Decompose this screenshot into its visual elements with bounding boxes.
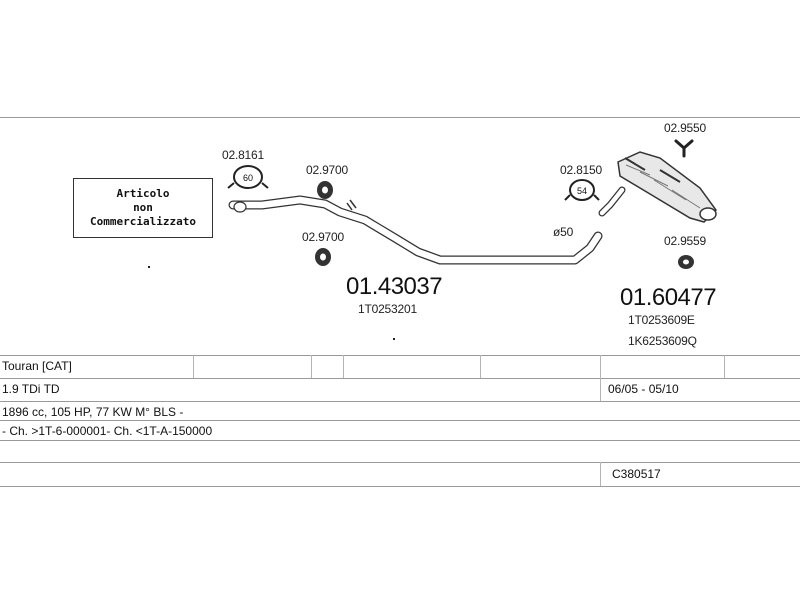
vehicle-specs: 1896 cc, 105 HP, 77 KW M° BLS - bbox=[2, 405, 184, 419]
clamp-front-icon bbox=[227, 165, 269, 189]
middle-pipe-oem: 1T0253201 bbox=[358, 302, 417, 316]
part-code-clamp-front[interactable]: 02.8161 bbox=[222, 148, 264, 162]
middle-pipe-code[interactable]: 01.43037 bbox=[346, 273, 443, 300]
diagram-top-border bbox=[0, 117, 800, 118]
notice-line-2: non bbox=[133, 201, 153, 214]
part-code-mount-lower[interactable]: 02.9700 bbox=[302, 230, 344, 244]
exhaust-drawing: 60 54 bbox=[227, 139, 717, 269]
stray-dot bbox=[393, 338, 395, 340]
pipe-hanger bbox=[346, 199, 357, 211]
exhaust-diagram: 60 54 Articolo non Commercializzato 02.8… bbox=[0, 117, 800, 348]
not-available-notice: Articolo non Commercializzato bbox=[73, 178, 213, 238]
rear-silencer-oem-1: 1T0253609E bbox=[628, 313, 695, 327]
part-code-hanger-top[interactable]: 02.9550 bbox=[664, 121, 706, 135]
pipe-diameter-label: ø50 bbox=[553, 225, 574, 239]
rear-silencer-code[interactable]: 01.60477 bbox=[620, 284, 717, 311]
clamp-rear-icon bbox=[564, 179, 600, 201]
rubber-mount-lower-icon bbox=[315, 248, 331, 266]
rubber-mount-upper-icon bbox=[317, 181, 333, 199]
rear-silencer-drawing bbox=[598, 151, 717, 223]
vehicle-engine: 1.9 TDi TD bbox=[2, 382, 60, 396]
notice-line-3: Commercializzato bbox=[90, 215, 196, 228]
pipe-flange bbox=[233, 201, 247, 213]
rubber-mount-rear-icon bbox=[678, 255, 694, 269]
clamp-rear-size: 54 bbox=[577, 186, 587, 196]
vehicle-model: Touran [CAT] bbox=[2, 359, 72, 373]
stray-dot bbox=[148, 266, 150, 268]
clamp-front-size: 60 bbox=[243, 173, 253, 183]
catalog-number: C380517 bbox=[612, 467, 661, 481]
vehicle-years: 06/05 - 05/10 bbox=[608, 382, 679, 396]
part-code-mount-upper[interactable]: 02.9700 bbox=[306, 163, 348, 177]
vehicle-chassis: - Ch. >1T-6-000001- Ch. <1T-A-150000 bbox=[2, 424, 213, 438]
rear-silencer-oem-2: 1K6253609Q bbox=[628, 334, 697, 348]
notice-line-1: Articolo bbox=[116, 187, 170, 200]
part-code-mount-rear[interactable]: 02.9559 bbox=[664, 234, 706, 248]
part-code-clamp-rear[interactable]: 02.8150 bbox=[560, 163, 602, 177]
hanger-top-icon bbox=[674, 139, 694, 158]
